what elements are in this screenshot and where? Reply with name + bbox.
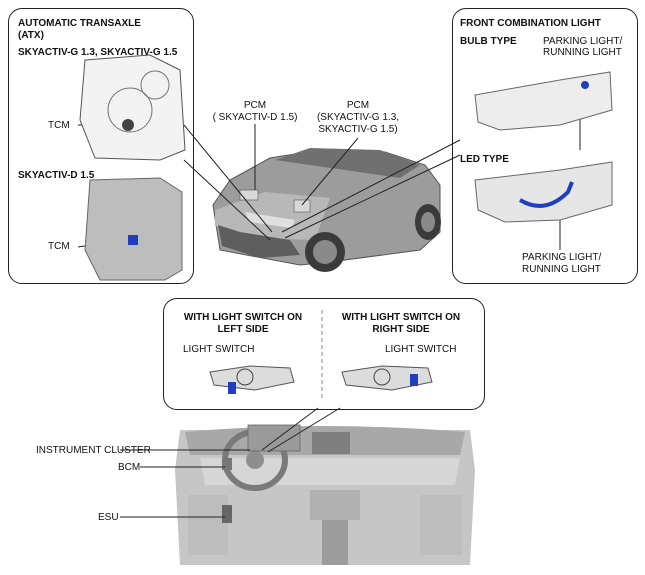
headlamp-led-illustration — [474, 161, 613, 223]
atx-panel — [8, 8, 194, 284]
light-switch-right-label: LIGHT SWITCH — [385, 344, 457, 355]
tcm-highlight — [128, 235, 138, 245]
tcm-label-g: TCM — [48, 120, 70, 131]
parking-light-bulb-line2: RUNNING LIGHT — [543, 47, 622, 58]
headlamp-bulb-illustration — [474, 71, 613, 131]
esu-label: ESU — [98, 512, 119, 523]
parking-light-led-line1: PARKING LIGHT/ — [522, 252, 602, 263]
pcm-g-label-line3: SKYACTIV-G 1.5) — [318, 124, 398, 135]
bulb-type-label: BULB TYPE — [460, 36, 517, 47]
front-light-panel — [452, 8, 638, 284]
switch-left-title-line1: WITH LIGHT SWITCH ON — [183, 312, 303, 323]
light-switch-right-illustration — [341, 365, 433, 391]
parking-light-bulb-line1: PARKING LIGHT/ — [543, 36, 623, 47]
transaxle-d-illustration — [84, 177, 183, 281]
light-switch-left-label: LIGHT SWITCH — [183, 344, 255, 355]
bcm-label: BCM — [118, 462, 141, 473]
switch-left-title-line2: LEFT SIDE — [217, 324, 269, 335]
atx-title-line2: (ATX) — [18, 30, 44, 41]
atx-variant-g: SKYACTIV-G 1.3, SKYACTIV-G 1.5 — [18, 47, 178, 58]
light-switch-left-illustration — [209, 365, 295, 394]
tcm-label-d: TCM — [48, 241, 70, 252]
switch-right-title-line2: RIGHT SIDE — [372, 324, 430, 335]
switch-right-title-line1: WITH LIGHT SWITCH ON — [341, 312, 461, 323]
atx-title-line1: AUTOMATIC TRANSAXLE — [18, 18, 141, 29]
pcm-g-label-line2: (SKYACTIV-G 1.3, — [316, 112, 400, 123]
instrument-cluster-label: INSTRUMENT CLUSTER — [36, 445, 151, 456]
led-type-label: LED TYPE — [460, 154, 509, 165]
light-switch-panel — [163, 298, 485, 410]
transaxle-g-illustration — [79, 54, 186, 161]
atx-variant-d: SKYACTIV-D 1.5 — [18, 170, 95, 181]
pcm-d-label-line1: PCM — [243, 100, 267, 111]
interior-illustration — [175, 424, 475, 565]
front-light-title: FRONT COMBINATION LIGHT — [460, 18, 601, 29]
pcm-d-label-line2: ( SKYACTIV-D 1.5) — [212, 112, 298, 123]
pcm-g-label-line1: PCM — [346, 100, 370, 111]
parking-light-led-line2: RUNNING LIGHT — [522, 264, 601, 275]
car-illustration — [212, 148, 441, 272]
